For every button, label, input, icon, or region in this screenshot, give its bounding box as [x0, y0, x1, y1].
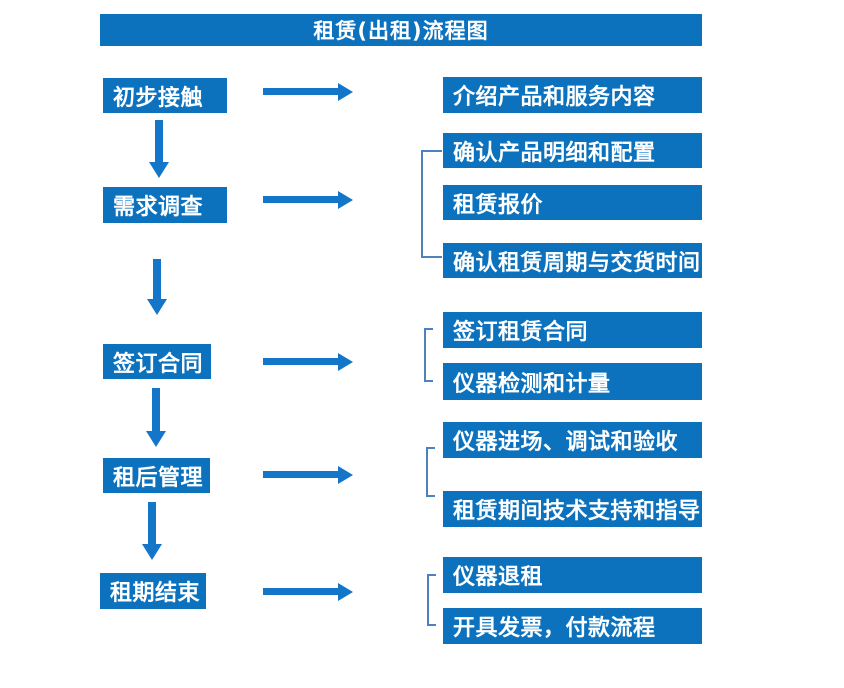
bracket-demand-survey-group: [421, 150, 442, 258]
right-arrow-icon: [263, 471, 338, 478]
down-arrow-icon: [152, 388, 160, 431]
detail-box-confirm-product-details: 确认产品明细和配置: [443, 133, 702, 168]
detail-box-confirm-period-delivery: 确认租赁周期与交货时间: [443, 243, 702, 278]
down-arrow-icon: [155, 120, 163, 162]
detail-box-instrument-return: 仪器退租: [443, 557, 702, 593]
right-arrow-icon: [263, 588, 338, 595]
right-arrow-icon: [263, 88, 338, 95]
stage-box-demand-survey: 需求调查: [103, 187, 227, 223]
detail-box-sign-rental-contract: 签订租赁合同: [443, 312, 702, 348]
bracket-sign-contract-group: [424, 328, 433, 382]
flow-title: 租赁(出租)流程图: [100, 14, 702, 46]
detail-box-instrument-testing: 仪器检测和计量: [443, 363, 702, 400]
right-arrow-icon: [263, 196, 338, 203]
bracket-rental-end-group: [427, 574, 436, 626]
stage-box-rental-end: 租期结束: [100, 573, 206, 609]
detail-box-introduce-products: 介绍产品和服务内容: [443, 77, 702, 113]
right-arrow-icon: [263, 358, 338, 365]
detail-box-invoice-payment: 开具发票，付款流程: [443, 608, 702, 644]
detail-box-rental-quotation: 租赁报价: [443, 185, 702, 220]
stage-box-post-rental-management: 租后管理: [103, 458, 210, 493]
down-arrow-icon: [153, 259, 161, 299]
stage-box-sign-contract: 签订合同: [103, 344, 211, 379]
stage-box-initial-contact: 初步接触: [103, 78, 227, 113]
detail-box-technical-support: 租赁期间技术支持和指导: [443, 491, 702, 527]
detail-box-instrument-entry-acceptance: 仪器进场、调试和验收: [443, 422, 702, 458]
down-arrow-icon: [148, 502, 156, 544]
bracket-post-rental-group: [426, 447, 435, 497]
